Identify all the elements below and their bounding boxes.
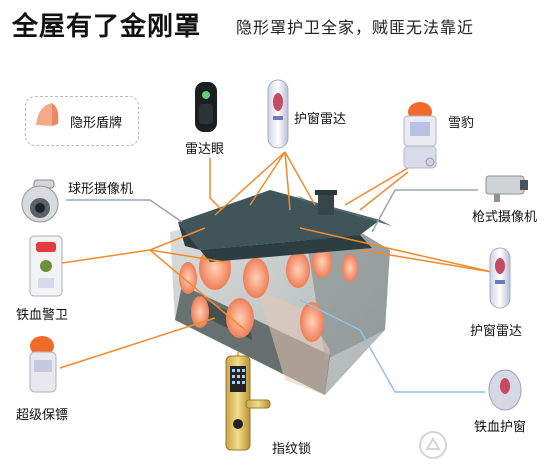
house <box>170 190 392 395</box>
page-title: 全屋有了金刚罩 <box>12 12 202 42</box>
window-radar-top-icon <box>267 79 289 149</box>
watermark-icon <box>419 431 447 459</box>
label-snow-leopard: 雪豹 <box>448 116 475 131</box>
page-subtitle: 隐形罩护卫全家，贼匪无法靠近 <box>236 18 475 37</box>
hidden-shield-icon <box>36 103 59 126</box>
label-window-radar-right: 护窗雷达 <box>470 324 523 339</box>
dome-camera-icon <box>21 179 59 223</box>
label-bullet-camera: 枪式摄像机 <box>472 210 538 225</box>
super-bodyguard-icon <box>29 336 57 393</box>
label-iron-window-guard: 铁血护窗 <box>474 420 527 435</box>
snow-leopard-icon <box>403 102 437 169</box>
iron-guard-icon <box>29 235 63 297</box>
label-dome-camera: 球形摄像机 <box>68 182 134 197</box>
label-hidden-shield: 隐形盾牌 <box>70 116 123 131</box>
hidden-shield-box <box>25 96 139 146</box>
label-radar-eye: 雷达眼 <box>185 142 225 157</box>
window-radar-right-icon <box>489 247 511 309</box>
fingerprint-lock-icon <box>225 355 271 451</box>
label-super-bodyguard: 超级保镖 <box>16 408 69 423</box>
iron-window-guard-icon <box>488 369 522 411</box>
radar-eye-icon <box>195 82 217 132</box>
label-window-radar-top: 护窗雷达 <box>294 112 347 127</box>
bullet-camera-icon <box>485 175 528 202</box>
label-fingerprint-lock: 指纹锁 <box>272 442 312 457</box>
label-iron-guard: 铁血警卫 <box>16 308 69 323</box>
